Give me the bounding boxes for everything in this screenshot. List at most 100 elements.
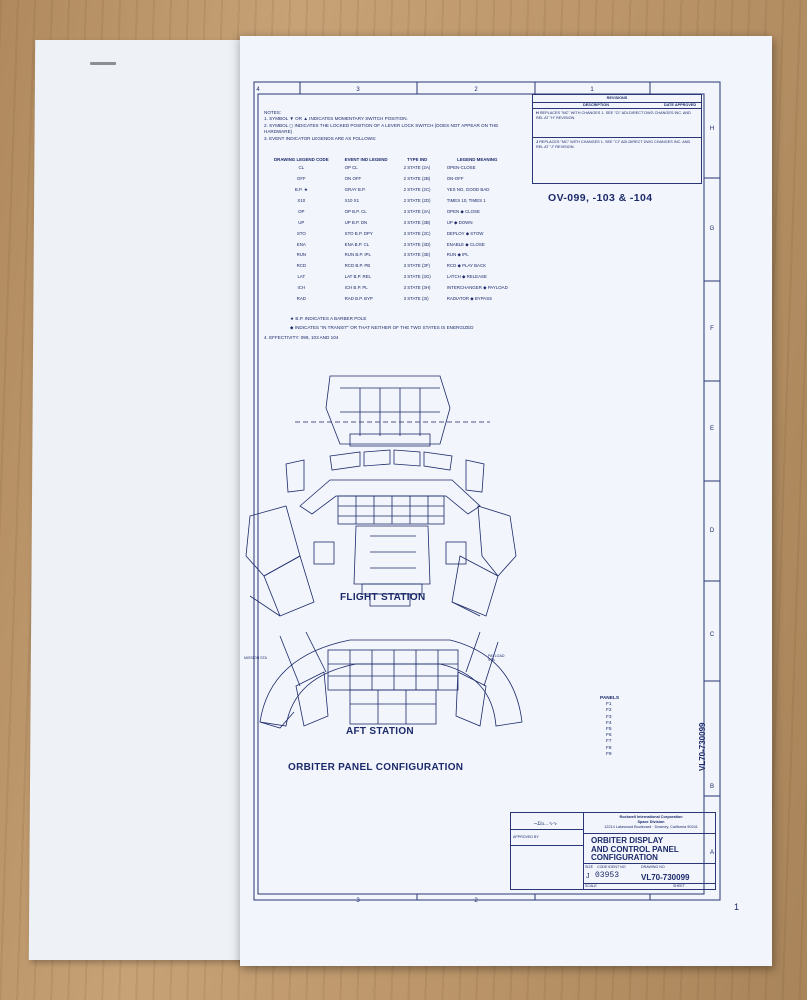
effectivity-note: 4. EFFECTIVITY: 099, 103 AND 104 [264, 334, 339, 340]
table-cell: 3 STATE (3D) [403, 241, 431, 247]
table-cell: UP ◆ DOWN [446, 219, 473, 225]
flight-station-diagram [245, 375, 517, 617]
table-cell: CL [298, 165, 305, 171]
table-cell: ON OFF [344, 176, 362, 182]
table-cell: LATCH ◆ RELEASE [446, 274, 487, 280]
side-drawing-number: VL70-730099 [698, 722, 707, 771]
table-cell: UP [298, 219, 305, 225]
table-row: STO STO B.P. DPY 3 STATE (3C) DEPLOY ◆ STOW [266, 229, 516, 240]
table-cell: 3 STATE (3C) [403, 230, 431, 236]
zone-top-2: 2 [474, 87, 478, 93]
revision-desc: REPLACES "MC" WITH CHANGES 1. SEE "CI" A… [536, 140, 691, 149]
revision-row: H REPLACES "MC" WITH CHANGES 1. SEE "CI"… [533, 109, 701, 138]
drawing-sheet: 4 3 2 1 3 2 H G F E D C B A [240, 36, 772, 966]
table-row: LAT LAT B.P. REL 3 STATE (3G) LATCH ◆ RELEA… [266, 272, 516, 283]
notes-title: NOTES: [264, 110, 282, 115]
table-cell: STO [296, 230, 306, 236]
main-title: ORBITER PANEL CONFIGURATION [288, 762, 464, 773]
table-cell: OP [298, 208, 305, 214]
sheet-number: 1 [734, 902, 740, 912]
col-header-type: TYPE IND [407, 157, 428, 162]
aft-station-label: AFT STATION [346, 726, 414, 737]
table-cell: LAT B.P. REL [344, 274, 371, 280]
revision-letter: J [536, 140, 539, 144]
event-indicator-legend-table: DRAWING LEGEND CODE EVENT IND LEGEND TYP… [266, 157, 516, 305]
zone-right-f: F [710, 326, 714, 332]
col-header-drawing-code: DRAWING LEGEND CODE [274, 157, 329, 162]
note-line: HARDWARE) [264, 129, 293, 135]
table-cell: YES NO, GOOD BAD [446, 187, 490, 193]
notes-footnotes: ★ B.P. INDICATES A BARBER POLE ◆ INDICAT… [264, 316, 534, 341]
table-cell: INTERCHANGER ◆ PAYLOAD [446, 285, 508, 291]
table-cell: 3 STATE (3B) [403, 219, 431, 225]
staple [90, 62, 117, 65]
table-cell: 3 STATE (3F) [403, 263, 431, 269]
table-cell: RUN B.P. IPL [344, 252, 371, 258]
table-cell: OP B.P. CL [344, 208, 367, 214]
table-cell: OP CL [344, 165, 358, 171]
code-ident-value: 03953 [595, 871, 620, 880]
revisions-col-headers: DESCRIPTION DATE APPROVED [533, 103, 701, 109]
drawing-number: VL70-730099 [641, 873, 690, 882]
panel-item: F8 [606, 745, 612, 751]
table-cell: GRAY B.P. [344, 187, 366, 193]
table-cell: OFF [296, 176, 306, 182]
table-cell: ICH B.P. PL [344, 285, 368, 291]
table-cell: TIMES 10, TIMES 1 [446, 197, 486, 203]
revision-row: J REPLACES "MC" WITH CHANGES 1. SEE "CI"… [533, 138, 701, 166]
table-cell: RCD ◆ PLAY BACK [446, 263, 487, 269]
table-cell: ENA [296, 241, 306, 247]
table-cell: STO B.P. DPY [344, 230, 373, 236]
panel-item: F7 [606, 739, 612, 745]
table-cell: 3 STATE (3G) [403, 274, 431, 280]
table-cell: ENA B.P. CL [344, 241, 370, 247]
table-cell: RCD B.P. PB [344, 263, 371, 269]
table-cell: DEPLOY ◆ STOW [446, 230, 484, 236]
revisions-header: REVISIONS [533, 95, 701, 103]
note-line: 2. SYMBOL ◻ INDICATES THE LOCKED POSITIO… [264, 122, 499, 128]
panel-item: F1 [606, 702, 612, 708]
title-block-sign-area: ∼Ʃla…∿∿ APPROVED BY [511, 813, 584, 889]
drawing-no-label: DRAWING NO [641, 865, 665, 869]
title-line: ORBITER DISPLAY [591, 836, 664, 845]
table-cell: UP B.P. DN [344, 219, 368, 225]
size-label: SIZE [585, 865, 593, 869]
drawing-border-and-diagrams: 4 3 2 1 3 2 H G F E D C B A [245, 81, 721, 904]
company-division: Space Division [637, 820, 665, 824]
table-cell: B.P. ★ [294, 187, 308, 193]
panel-item: F9 [606, 751, 612, 757]
table-cell: 3 STATE (3E) [403, 252, 431, 258]
code-ident-label: CODE IDENT NO [597, 865, 626, 869]
zone-right-h: H [710, 126, 714, 132]
zone-bottom-2: 2 [474, 898, 478, 904]
table-cell: 3 STATE (3A) [403, 208, 431, 214]
panels-title: PANELS [600, 696, 620, 701]
col-header-meaning: LEGEND MEANING [457, 157, 498, 162]
zone-right-e: E [710, 426, 714, 432]
table-cell: LAT [297, 274, 306, 280]
effectivity-heading: OV-099, -103 & -104 [548, 192, 653, 204]
note-line: 1. SYMBOL ▼ OR ▲ INDICATES MOMENTARY SWI… [264, 116, 408, 122]
aft-label-mission-sta: MISSION STA [244, 656, 267, 660]
panel-item: F3 [606, 714, 612, 720]
zone-top-1: 1 [590, 87, 594, 93]
aft-label-payload-sta: PAYLOAD STA [488, 654, 505, 662]
zone-right-g: G [710, 226, 715, 232]
table-cell: RUN ◆ IPL [446, 252, 469, 258]
drawing-title: ORBITER DISPLAY AND CONTROL PANEL CONFIG… [591, 836, 679, 863]
title-line: AND CONTROL PANEL [591, 844, 679, 854]
panel-item: F5 [606, 727, 612, 733]
revision-desc: REPLACES "MC" WITH CHANGES 1. SEE "CI" A… [536, 111, 691, 120]
table-cell: ENABLE ◆ CLOSE [446, 241, 485, 247]
title-block-company: Rockwell International Corporation Space… [591, 815, 711, 830]
zone-right-c: C [710, 632, 715, 638]
size-value: J [586, 873, 590, 880]
footnote-barber-pole: ★ B.P. INDICATES A BARBER POLE [290, 316, 367, 321]
table-row: B.P. ★GRAY B.P.2 STATE (2C)YES NO, GOOD … [266, 185, 516, 196]
